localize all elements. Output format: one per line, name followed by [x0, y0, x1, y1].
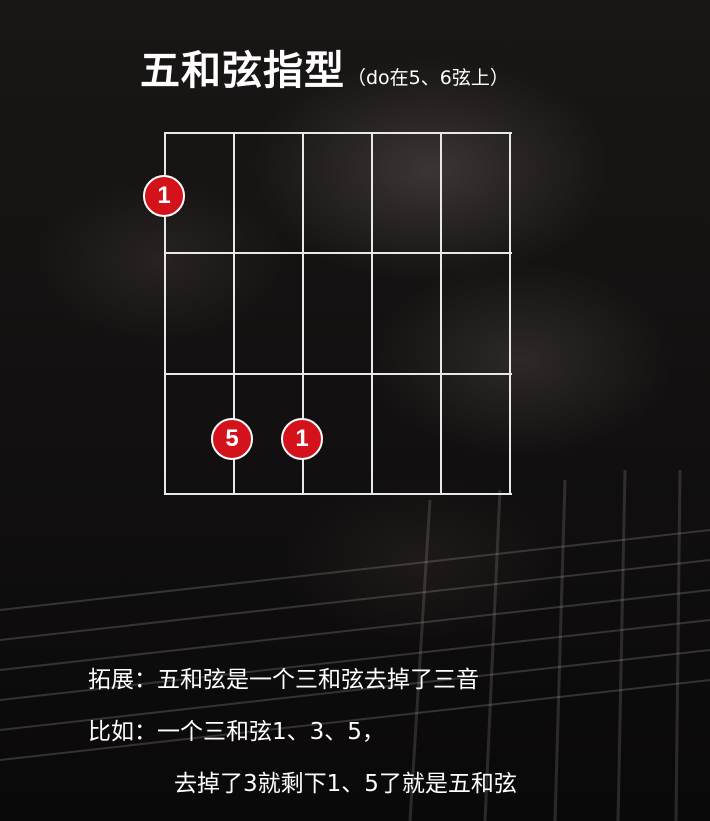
- title-row: 五和弦指型（do在5、6弦上）: [140, 38, 509, 96]
- guitar-strings-decoration: [0, 470, 710, 821]
- fretboard-diagram: 1 5 1: [143, 132, 512, 495]
- finger-marker-root-string6: 1: [143, 175, 185, 217]
- page-title: 五和弦指型: [140, 48, 345, 94]
- string-line-6: [164, 132, 166, 495]
- finger-marker-fifth-string5: 5: [211, 418, 253, 460]
- string-line-4: [302, 132, 304, 495]
- explanation-line-2: 比如：一个三和弦1、3、5，: [88, 719, 385, 745]
- fret-line-1: [164, 252, 512, 254]
- explanation-line-1: 拓展：五和弦是一个三和弦去掉了三音: [88, 667, 479, 693]
- fret-line-3: [164, 493, 512, 495]
- fret-line-0: [164, 132, 512, 134]
- string-line-3: [371, 132, 373, 495]
- string-line-2: [440, 132, 442, 495]
- string-line-1: [509, 132, 511, 495]
- string-line-5: [233, 132, 235, 495]
- explanation-line-3: 去掉了3就剩下1、5了就是五和弦: [174, 771, 517, 797]
- explanation-text: 拓展：五和弦是一个三和弦去掉了三音 比如：一个三和弦1、3、5， 去掉了3就剩下…: [88, 654, 517, 810]
- finger-marker-root-string4: 1: [281, 418, 323, 460]
- page-subtitle: （do在5、6弦上）: [347, 67, 509, 89]
- fret-line-2: [164, 373, 512, 375]
